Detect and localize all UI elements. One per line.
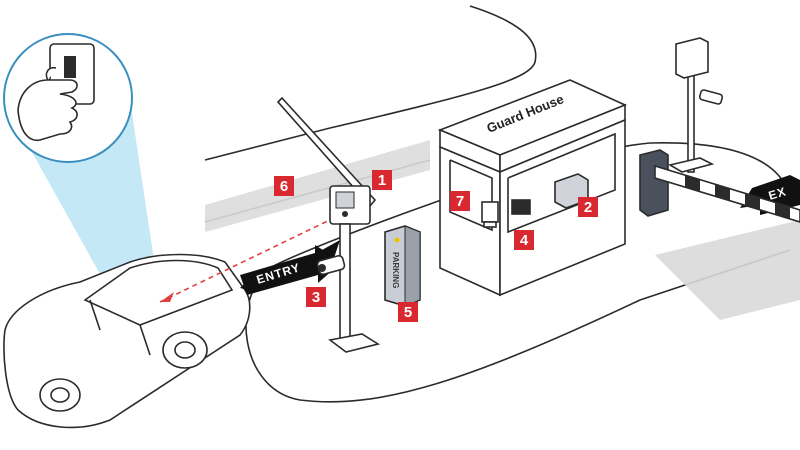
marker-5: 5 — [398, 302, 418, 322]
number-markers: 1 2 3 4 5 6 7 — [274, 170, 598, 322]
marker-6: 6 — [274, 176, 294, 196]
exit-lane-band — [655, 220, 800, 320]
booth-reader — [481, 201, 499, 228]
car-illustration — [3, 253, 251, 429]
marker-4-label: 4 — [520, 232, 529, 249]
signal-link — [159, 214, 341, 303]
marker-5-label: 5 — [404, 304, 412, 321]
ticket-dispenser — [329, 185, 371, 225]
marker-4: 4 — [514, 230, 534, 250]
marker-3: 3 — [306, 287, 326, 307]
card-hand-bubble — [3, 33, 133, 163]
exit-reader-pole — [667, 37, 724, 173]
exit-arrow-label: EX — [767, 184, 788, 203]
marker-2: 2 — [578, 197, 598, 217]
entry-camera — [316, 254, 346, 276]
exit-boom-arm — [654, 164, 800, 223]
entry-barrier-gate — [276, 96, 381, 353]
hand-icon — [17, 66, 78, 142]
exit-barrier-gate — [639, 149, 800, 223]
marker-7-label: 7 — [456, 193, 464, 210]
guard-house — [437, 79, 628, 297]
marker-3-label: 3 — [312, 289, 320, 306]
pay-station-label: PARKING — [391, 252, 400, 288]
exit-camera — [698, 89, 724, 105]
marker-2-label: 2 — [584, 199, 592, 216]
marker-1: 1 — [372, 170, 392, 190]
marker-1-label: 1 — [378, 172, 386, 189]
entry-lane-band — [205, 140, 430, 232]
marker-7: 7 — [450, 191, 470, 211]
booth-monitor — [511, 199, 531, 215]
marker-6-label: 6 — [280, 178, 288, 195]
pay-station-pillar — [384, 225, 421, 307]
